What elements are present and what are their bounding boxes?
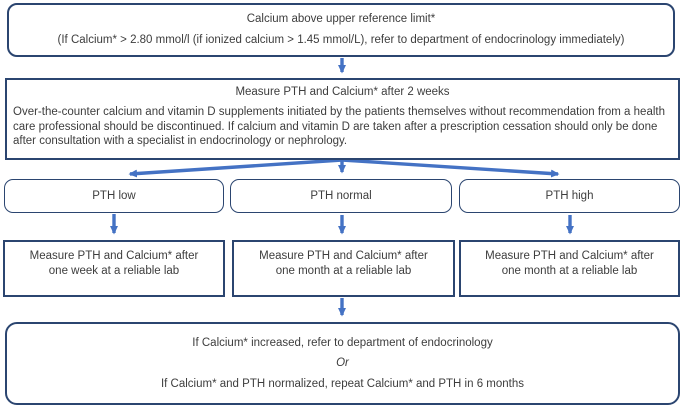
pth-low-label: PTH low [92,189,136,202]
measure-2-weeks-title: Measure PTH and Calcium* after 2 weeks [235,86,450,98]
box-pth-normal: PTH normal [230,179,452,213]
followup-normal-text: Measure PTH and Calcium* after one month… [259,250,428,277]
box-followup-normal: Measure PTH and Calcium* after one month… [232,240,455,297]
pth-high-label: PTH high [545,189,594,202]
box-followup-low: Measure PTH and Calcium* after one week … [3,240,225,297]
calcium-above-limit-detail: (If Calcium* > 2.80 mmol/l (if ionized c… [57,33,625,46]
box-measure-2-weeks: Measure PTH and Calcium* after 2 weeks O… [5,78,680,160]
calcium-above-limit-title: Calcium above upper reference limit* [246,13,436,26]
box-pth-high: PTH high [459,179,680,213]
box-final-advice: If Calcium* increased, refer to departme… [5,322,680,405]
measure-2-weeks-body: Over-the-counter calcium and vitamin D s… [13,105,665,148]
final-advice-or: Or [336,357,349,370]
followup-high-text: Measure PTH and Calcium* after one month… [485,250,654,277]
final-advice-line1: If Calcium* increased, refer to departme… [192,336,493,349]
box-followup-high: Measure PTH and Calcium* after one month… [459,240,680,297]
box-pth-low: PTH low [4,179,224,213]
arrow-measure2w-to-pth-high [341,158,560,178]
pth-normal-label: PTH normal [310,189,372,202]
followup-low-text: Measure PTH and Calcium* after one week … [29,250,199,277]
final-advice-line3: If Calcium* and PTH normalized, repeat C… [160,377,525,390]
box-calcium-above-limit: Calcium above upper reference limit* (If… [7,3,675,57]
arrow-measure2w-to-pth-low [128,158,343,178]
